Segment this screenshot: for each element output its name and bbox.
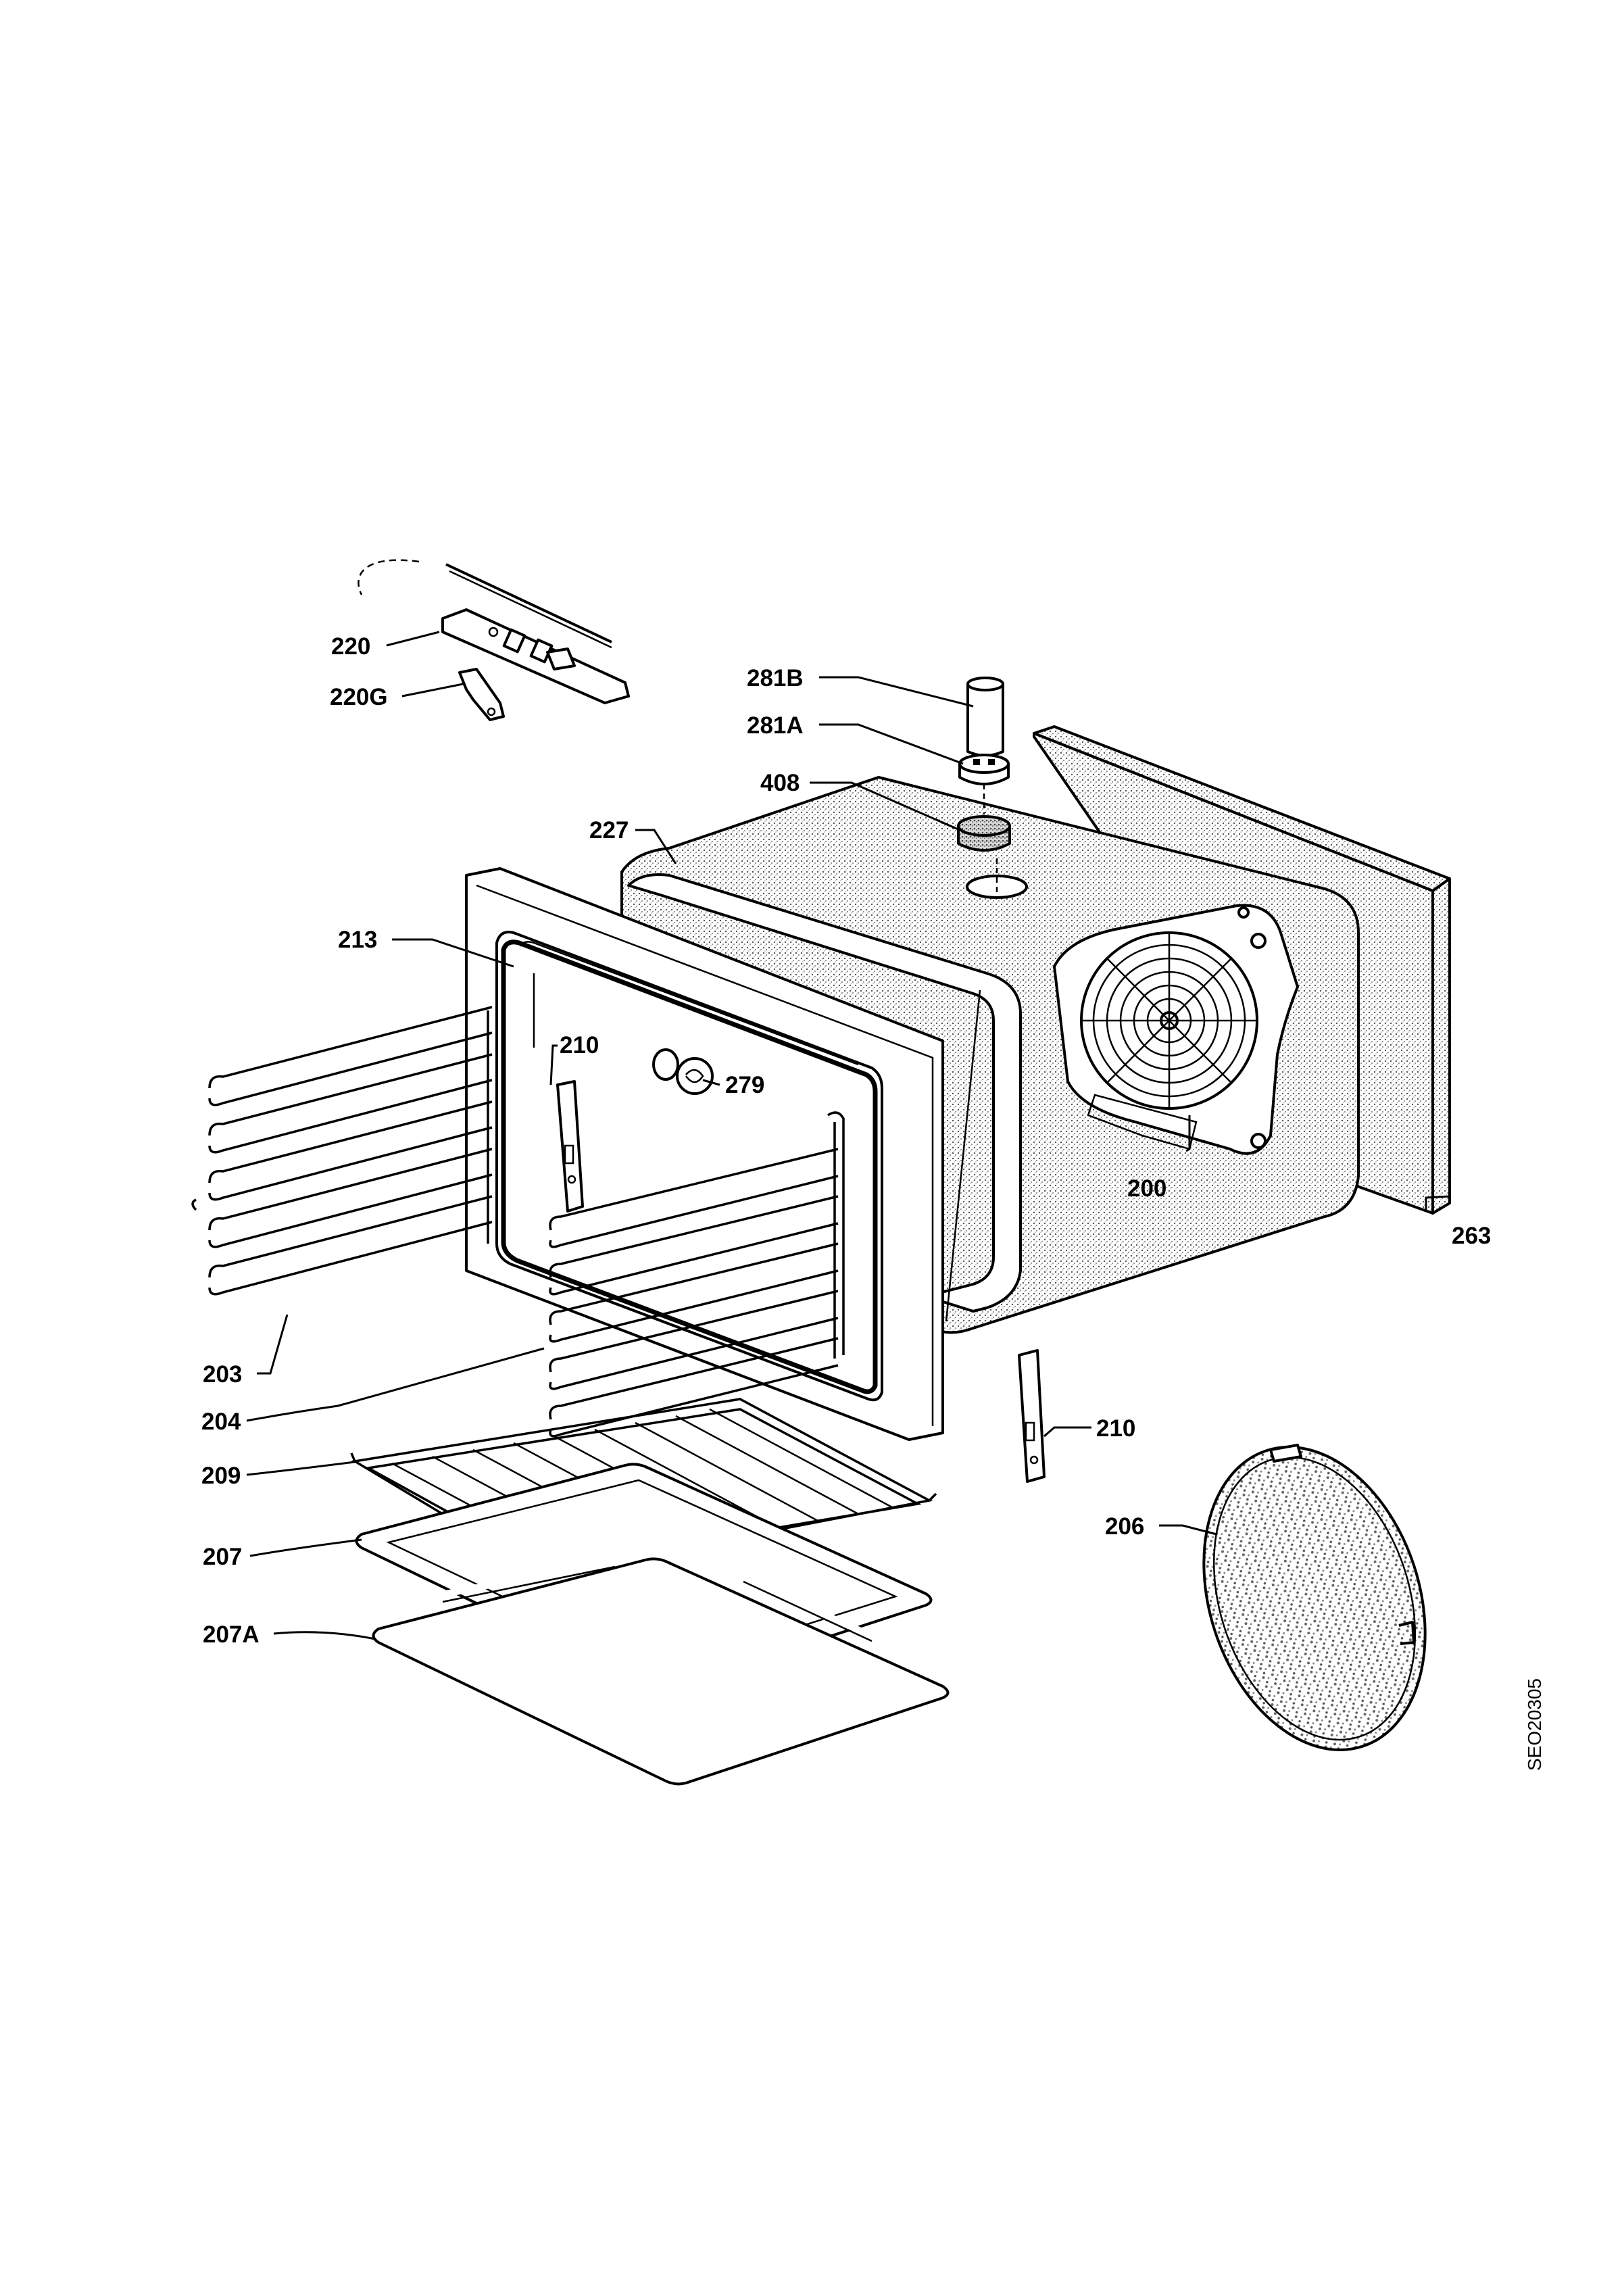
callout-207: 207	[203, 1544, 242, 1570]
callout-209: 209	[201, 1463, 241, 1489]
callout-281b: 281B	[747, 665, 804, 691]
side-rail-clip-part-right	[1018, 1349, 1046, 1483]
enamel-tray-part	[372, 1557, 950, 1786]
convection-fan-part	[1053, 904, 1299, 1155]
callout-281a: 281A	[747, 712, 804, 739]
lamp-cover-part	[966, 677, 1004, 757]
side-rail-clip-part	[556, 1080, 584, 1213]
callout-227: 227	[589, 817, 629, 844]
right-shelf-support-part	[549, 1111, 845, 1438]
grommet-part	[652, 1048, 714, 1095]
lamp-holder-part	[958, 754, 1010, 785]
lock-hook-part	[458, 668, 505, 721]
leader-lines	[246, 631, 1450, 1640]
left-shelf-support-part	[191, 1006, 498, 1296]
door-lock-bracket-part	[358, 559, 630, 704]
callout-220g: 220G	[330, 684, 388, 710]
callout-200: 200	[1127, 1175, 1166, 1202]
callout-220: 220	[331, 633, 370, 660]
callout-labels: 220 220G 281B 281A 408 227 213 210 279 2…	[201, 633, 1491, 1648]
callout-206: 206	[1105, 1513, 1144, 1540]
callout-279: 279	[725, 1072, 764, 1098]
callout-263: 263	[1452, 1223, 1491, 1249]
lamp-glass-part	[957, 815, 1011, 852]
callout-207a: 207A	[203, 1621, 260, 1648]
callout-203: 203	[203, 1361, 242, 1388]
grease-filter-part	[1202, 1444, 1427, 1751]
callout-204: 204	[201, 1409, 241, 1435]
callout-210a: 210	[560, 1032, 599, 1058]
callout-408: 408	[760, 770, 800, 796]
drawing-code: SEO20305	[1524, 1678, 1545, 1771]
callout-210b: 210	[1096, 1415, 1135, 1442]
callout-213: 213	[338, 927, 377, 953]
